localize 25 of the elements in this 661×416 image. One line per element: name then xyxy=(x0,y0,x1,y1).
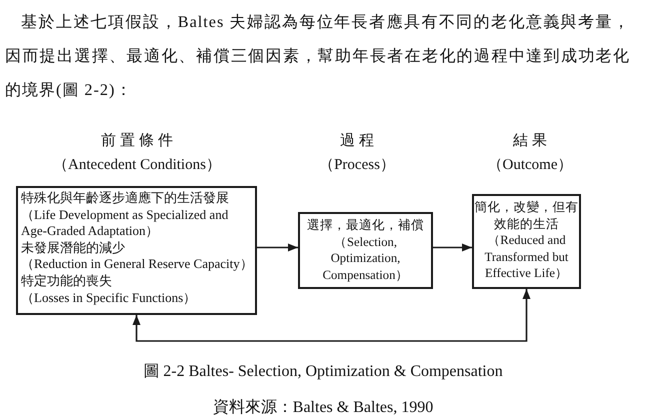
box-text: 簡化，改變，但有效能的生活 xyxy=(474,199,579,232)
figure-caption: 圖 2-2 Baltes- Selection, Optimization & Compensation xyxy=(143,362,503,382)
column-heading: （Outcome） xyxy=(488,156,572,175)
source-note: 資料來源：Baltes & Baltes, 1990 xyxy=(212,398,434,416)
box-text: （Reduction in General Reserve Capacity） xyxy=(21,256,253,273)
column-heading: （Process） xyxy=(319,156,395,175)
arrow xyxy=(433,244,472,252)
box-text: 選擇，最適化，補償 xyxy=(306,217,425,234)
box-text: （Life Development as Specialized and Age-Graded Adaptation） xyxy=(21,206,230,240)
box-text: （Losses in Specific Functions） xyxy=(21,290,198,306)
column-heading: （Antecedent Conditions） xyxy=(53,156,221,175)
arrow xyxy=(257,244,298,252)
paragraph: 基於上述七項假設，Baltes 夫婦認為每位年長者應具有不同的老化意義與考量，因而提出選擇、最適化、補償三個因素，幫助年長者在老化的過程中達到成功老化的境界(圖 2-2)： xyxy=(5,12,630,101)
box-text: 特殊化與年齡逐步適應下的生活發展 xyxy=(21,190,230,207)
text-box xyxy=(298,212,433,289)
arrow xyxy=(132,289,530,342)
column-heading: 結果 xyxy=(513,132,551,151)
column-heading: 過程 xyxy=(340,132,378,151)
text-box xyxy=(472,194,581,289)
text-box xyxy=(16,186,257,315)
column-heading: 前置條件 xyxy=(101,132,177,151)
box-text: （Reduced and Transformed but Effective Life） xyxy=(484,232,570,282)
box-text: 特定功能的喪失 xyxy=(21,272,113,290)
box-text: 未發展潛能的減少 xyxy=(21,240,126,256)
box-text: （Selection, Optimization, Compensation） xyxy=(322,234,410,284)
